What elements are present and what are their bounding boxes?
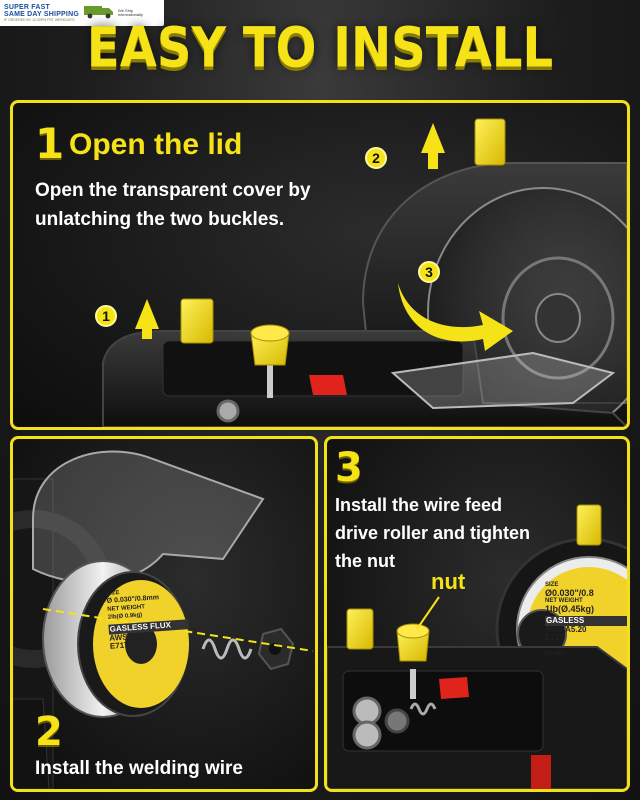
step-1-desc-line-2: unlatching the two buckles. [35,209,285,230]
badge-line-2: SAME DAY SHIPPING [4,10,79,18]
marker-2: 2 [365,147,387,169]
truck-icon [83,3,115,24]
spool-label: SIZE Ø 0.030"/0.8mm NET WEIGHT 2lb(Ø 0.9… [106,584,190,651]
step-2-panel: SIZE Ø 0.030"/0.8mm NET WEIGHT 2lb(Ø 0.9… [10,436,318,792]
step-1-illustration [102,118,627,427]
step-3-desc-line-2: drive roller and tighten [335,523,531,543]
step-1-description: Open the transparent cover by unlatching… [35,176,311,234]
step-3-number: 3 [335,445,363,491]
step-3-desc-line-1: Install the wire feed [335,495,503,515]
spool3-brand: GASLESS [545,616,627,626]
step-1-number: 1 [35,119,65,168]
spool3-weight-value: 1lb(Ø.45kg) [545,604,595,614]
badge-line-1: SUPER FAST [4,3,50,11]
badge-line-3: IF ORDERED BY 12:30PM PST WEEKDAYS [4,17,75,22]
buckle-1 [180,298,214,344]
step-3-illustration [327,504,627,789]
spool3-weight-label: NET WEIGHT [545,598,583,604]
step-3-description: Install the wire feed drive roller and t… [335,491,530,575]
step-3-panel: SIZE Ø0.030"/0.8 NET WEIGHT 1lb(Ø.45kg) … [324,436,630,792]
step-2-number: 2 [35,709,63,755]
step-1-panel: 1 Open the lid Open the transparent cove… [10,100,630,430]
buckle-2 [474,118,506,166]
shipping-badge: SUPER FAST SAME DAY SHIPPING IF ORDERED … [0,0,164,26]
badge-international: We Ship Internationally [117,7,143,17]
page-title: EASY TO INSTALL [86,15,554,81]
marker-3: 3 [418,261,440,283]
spool-label-3: SIZE Ø0.030"/0.8 NET WEIGHT 1lb(Ø.45kg) … [545,581,627,658]
step-1-title: Open the lid [69,128,243,161]
step-3-desc-line-3: the nut [335,551,395,571]
step-1-desc-line-1: Open the transparent cover by [35,180,311,201]
spool3-warning: Do Not [545,651,565,657]
spool3-code: E71T [545,633,565,642]
spool3-size-label: SIZE [545,582,559,588]
step-2-illustration [13,450,314,789]
spool3-size-value: Ø0.030"/0.8 [545,588,594,598]
step-2-description: Install the welding wire [35,758,243,779]
spool3-standard: AWS A5.20 [545,625,587,634]
nut-label: nut [431,569,466,594]
marker-1: 1 [95,305,117,327]
